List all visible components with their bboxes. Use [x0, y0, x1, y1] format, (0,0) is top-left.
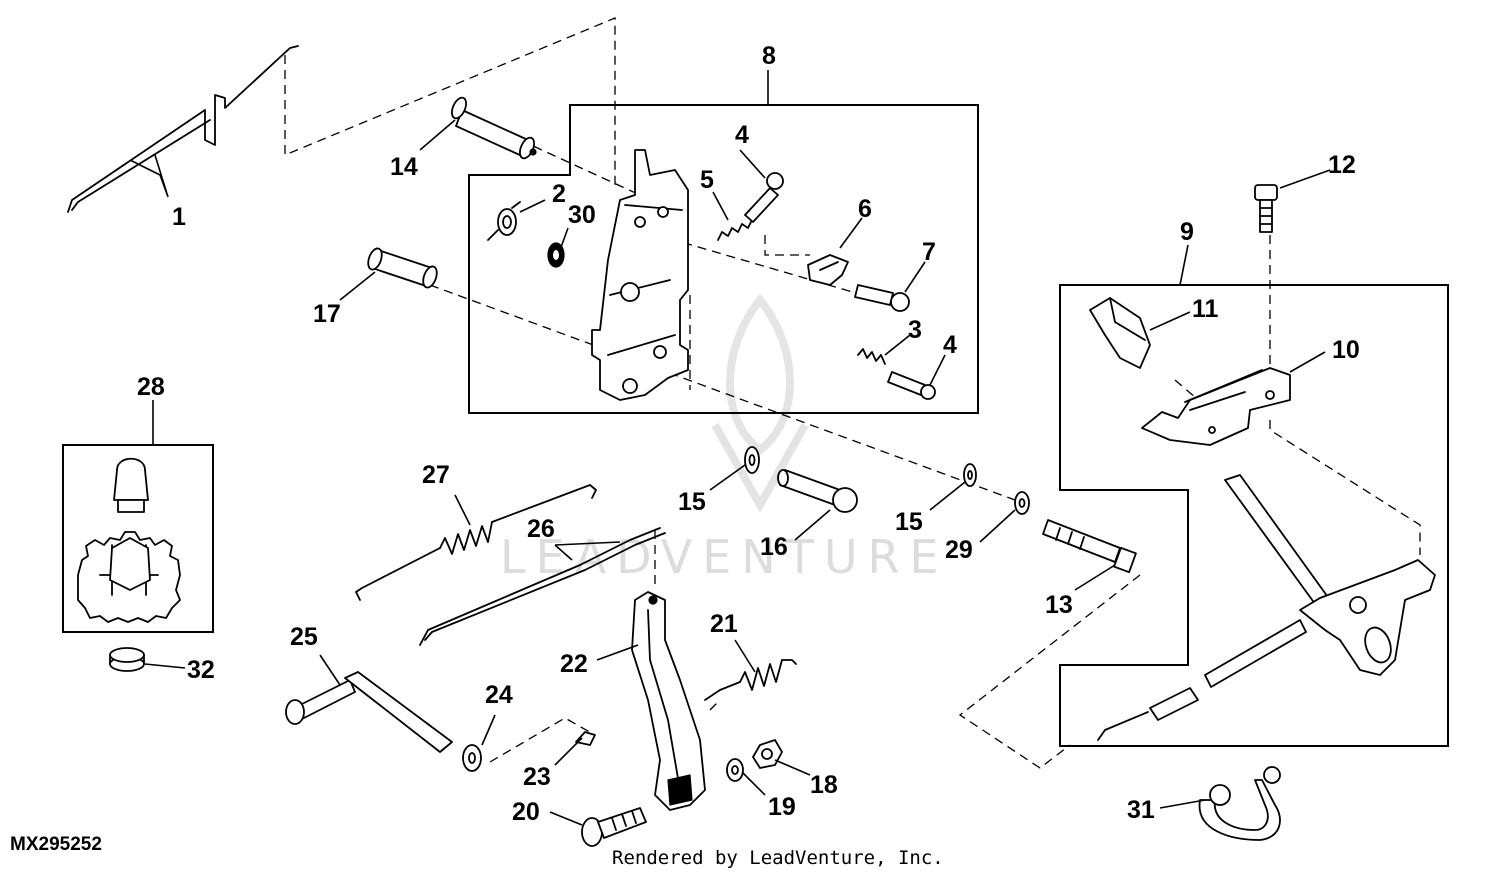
bolt-4-upper [744, 172, 784, 223]
bolt-4-lower [887, 371, 936, 400]
callout-16: 16 [760, 533, 788, 561]
callout-18: 18 [810, 771, 838, 799]
bolt-7 [854, 284, 910, 312]
lever-22 [631, 591, 706, 811]
callout-27: 27 [422, 461, 450, 489]
clamp-31 [1198, 766, 1281, 841]
callout-4-upper: 4 [735, 121, 749, 149]
callout-11: 11 [1192, 295, 1219, 323]
washer-29 [1014, 491, 1030, 515]
bolt-13 [1042, 519, 1137, 574]
callout-9: 9 [1180, 218, 1194, 246]
pedal-arm [1204, 474, 1436, 688]
credit-text: Rendered by LeadVenture, Inc. [612, 847, 944, 869]
watermark-text: LEADVENTURE [500, 530, 949, 584]
callout-28: 28 [137, 373, 165, 401]
callout-21: 21 [710, 610, 738, 638]
bolt-20 [581, 807, 647, 847]
callout-32: 32 [187, 656, 215, 684]
wire-rod-part [67, 45, 299, 213]
roller-sleeve-14 [451, 96, 537, 160]
bolt-12 [1254, 184, 1278, 233]
callout-8: 8 [762, 42, 776, 70]
callouts: 1 2 3 4 4 5 6 7 8 9 10 11 12 13 14 15 15… [137, 42, 1360, 826]
spring-3 [857, 348, 886, 365]
leader-lines [129, 70, 1331, 826]
callout-19: 19 [768, 793, 796, 821]
nut-18 [752, 739, 783, 769]
callout-20: 20 [512, 798, 540, 826]
callout-7: 7 [922, 238, 936, 266]
callout-10: 10 [1332, 336, 1360, 364]
watermark: LEADVENTURE [500, 293, 949, 584]
group-box-9 [1059, 284, 1449, 747]
callout-5: 5 [700, 166, 714, 194]
figure-code: MX295252 [10, 834, 102, 855]
callout-1: 1 [172, 203, 186, 231]
assembly-lines [284, 17, 1421, 769]
clip-23 [575, 731, 596, 746]
rod-26 [419, 527, 666, 646]
callout-23: 23 [523, 763, 551, 791]
callout-31: 31 [1127, 796, 1155, 824]
callout-24: 24 [485, 681, 513, 709]
crank-25 [285, 671, 453, 753]
group-box-28 [62, 444, 214, 633]
knob-28 [113, 457, 149, 513]
clamp-6 [807, 254, 849, 286]
nut-32 [109, 647, 145, 672]
roller-sleeve-17 [367, 247, 438, 289]
callout-2: 2 [552, 180, 566, 208]
callout-3: 3 [908, 316, 922, 344]
clip-ring-2 [487, 201, 521, 241]
spring-5 [717, 219, 753, 241]
callout-6: 6 [858, 195, 872, 223]
callout-17: 17 [313, 300, 341, 328]
callout-12: 12 [1328, 151, 1356, 179]
washer-15-left [744, 446, 760, 474]
bolt-16 [777, 469, 858, 513]
callout-25: 25 [290, 623, 318, 651]
callout-15-left: 15 [678, 488, 706, 516]
callout-15-right: 15 [895, 508, 923, 536]
callout-4-lower: 4 [943, 331, 957, 359]
pad-11 [1089, 297, 1151, 369]
spring-21 [704, 659, 797, 701]
callout-14: 14 [390, 153, 418, 181]
gear-28 [77, 531, 181, 623]
callout-26: 26 [527, 515, 555, 543]
callout-22: 22 [560, 650, 588, 678]
spring-27 [355, 484, 597, 601]
bracket-plate-10 [1141, 367, 1291, 446]
control-bracket [591, 149, 689, 401]
washer-24 [462, 744, 482, 772]
callout-30: 30 [568, 201, 596, 229]
group-box-8 [468, 104, 979, 414]
washer-15-right [963, 463, 977, 487]
brake-cable [1097, 687, 1199, 741]
washer-19 [726, 758, 744, 782]
callout-29: 29 [945, 536, 973, 564]
callout-13: 13 [1045, 591, 1073, 619]
